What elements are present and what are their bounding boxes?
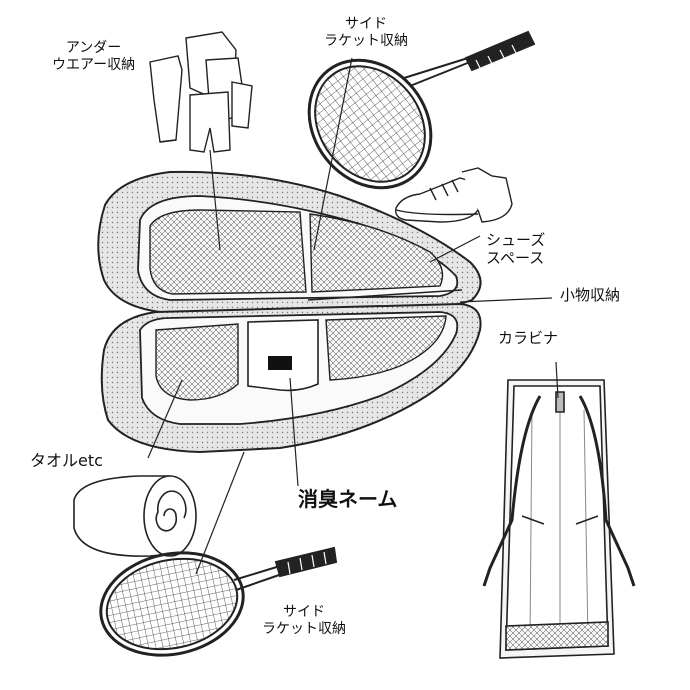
label-side-racket-bottom-line1: サイド [283,604,325,620]
label-shoes-line1: シューズ [486,231,546,249]
underwear-illustration [149,31,253,153]
label-side-racket-top: サイド ラケット収納 [324,16,408,49]
leader-towel [147,379,183,459]
label-side-racket-top-line1: サイド [345,16,387,32]
leader-side-racket-bottom [195,451,245,575]
bag-lower-compartment [100,302,482,454]
towel-illustration [73,475,197,557]
backpack-back-view [482,379,636,659]
label-underwear-line1: アンダー [65,40,122,56]
leader-underwear [209,149,221,251]
leader-deodorant-name [289,377,299,487]
leader-shoes [429,235,481,263]
label-side-racket-top-line2: ラケット収納 [324,32,408,49]
label-carabiner: カラビナ [498,329,559,347]
leader-carabiner [555,361,559,399]
label-shoes-space: シューズ スペース [486,231,546,267]
leader-side-racket-top [313,57,353,251]
label-towel: タオルetc [30,451,103,470]
label-deodorant-name: 消臭ネーム [298,487,398,511]
leader-small-items [459,297,553,303]
label-underwear-line2: ウエアー収納 [52,56,136,73]
leader-lines [147,57,559,575]
label-side-racket-bottom: サイド ラケット収納 [262,604,346,637]
label-side-racket-bottom-line2: ラケット収納 [262,620,346,637]
label-underwear-storage: アンダー ウエアー収納 [52,40,135,73]
bag-upper-compartment [97,170,482,314]
side-racket-bottom-illustration [99,546,338,657]
shoes-illustration [395,167,513,223]
side-racket-top-illustration [307,30,536,190]
label-shoes-line2: スペース [486,248,545,267]
label-small-items: 小物収納 [560,286,621,304]
